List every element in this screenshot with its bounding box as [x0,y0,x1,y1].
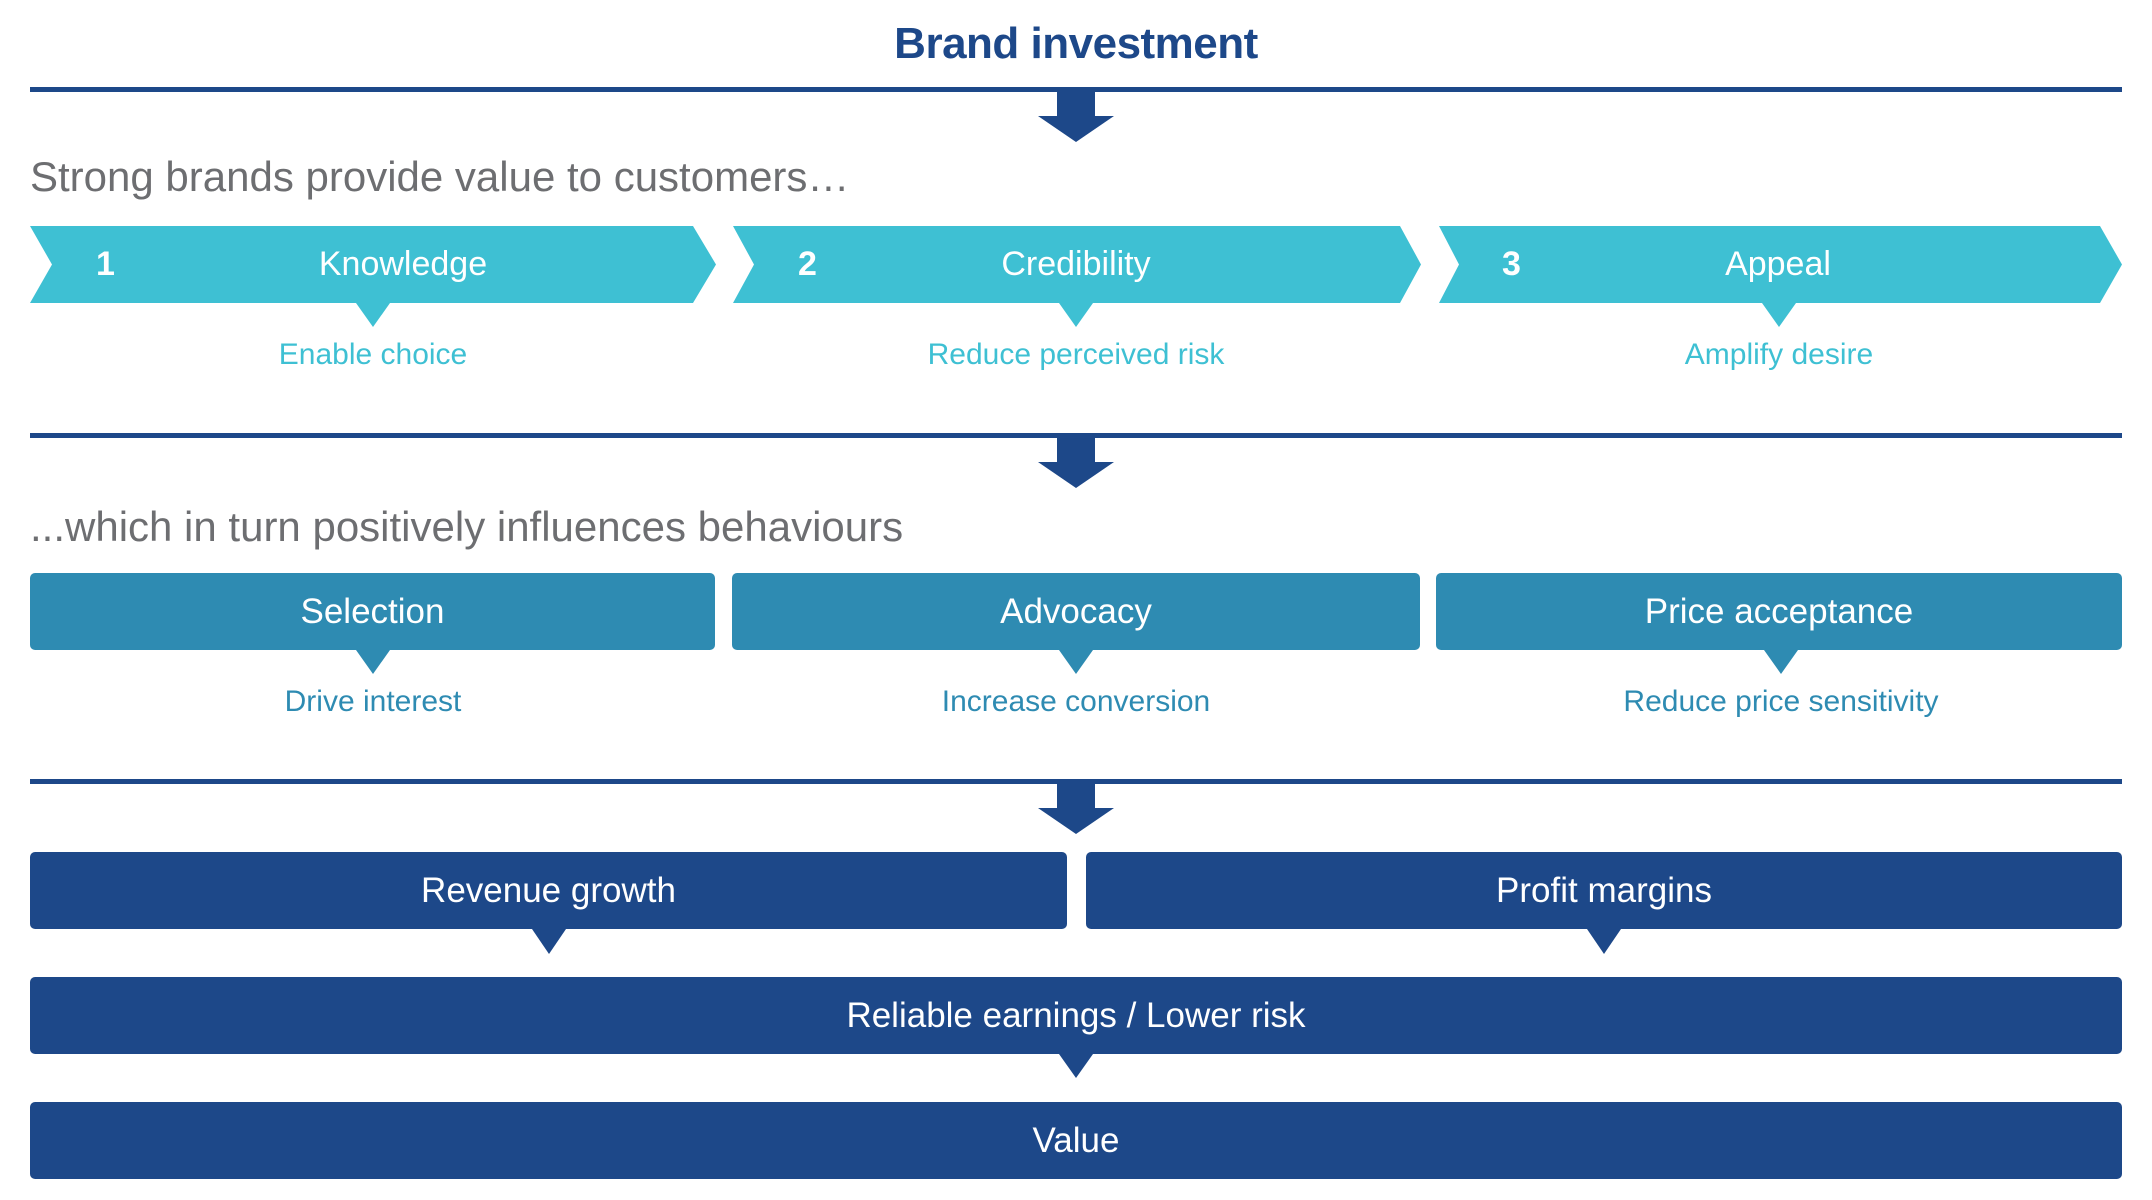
pointer-triangle [1762,303,1796,327]
behaviour-effect: Increase conversion [941,685,1211,718]
step-number: 2 [798,245,817,283]
divider-line [30,779,2122,784]
behaviour-box-advocacy: Advocacy [732,573,1420,650]
divider-line [30,433,2122,438]
chevron-shape [30,226,716,303]
step-label: Appeal [1725,245,1831,283]
pointer-triangle [356,650,390,674]
down-arrow-icon [1038,782,1114,834]
step-chevron-appeal: 3 Appeal [1439,226,2122,303]
pointer-triangle [1764,650,1798,674]
divider-line [30,87,2122,92]
behaviour-box-selection: Selection [30,573,715,650]
outcome-box-revenue-growth: Revenue growth [30,852,1067,929]
chevron-shape [1439,226,2122,303]
result-box-reliable-earnings: Reliable earnings / Lower risk [30,977,2122,1054]
behaviour-box-price-acceptance: Price acceptance [1436,573,2122,650]
step-label: Credibility [1001,245,1151,283]
step-effect: Reduce perceived risk [927,338,1225,371]
section-heading-customers: Strong brands provide value to customers… [30,153,850,200]
pointer-triangle [1587,929,1621,954]
pointer-triangle [532,929,566,954]
step-chevron-credibility: 2 Credibility [733,226,1421,303]
step-number: 1 [96,245,115,283]
pointer-triangle [1059,1054,1093,1078]
pointer-triangle [356,303,390,327]
step-chevron-knowledge: 1 Knowledge [30,226,716,303]
step-label: Knowledge [318,245,488,283]
pointer-triangle [1059,303,1093,327]
behaviour-effect: Drive interest [284,685,462,718]
chevron-shape [733,226,1421,303]
down-arrow-icon [1038,436,1114,488]
diagram-title: Brand investment [894,19,1258,68]
step-number: 3 [1502,245,1521,283]
step-effect: Amplify desire [1684,338,1874,371]
pointer-triangle [1059,650,1093,674]
step-effect: Enable choice [278,338,468,371]
outcome-box-profit-margins: Profit margins [1086,852,2122,929]
section-heading-behaviours: ...which in turn positively influences b… [30,503,904,550]
behaviour-effect: Reduce price sensitivity [1623,685,1939,718]
final-box-value: Value [30,1102,2122,1179]
down-arrow-icon [1038,90,1114,142]
